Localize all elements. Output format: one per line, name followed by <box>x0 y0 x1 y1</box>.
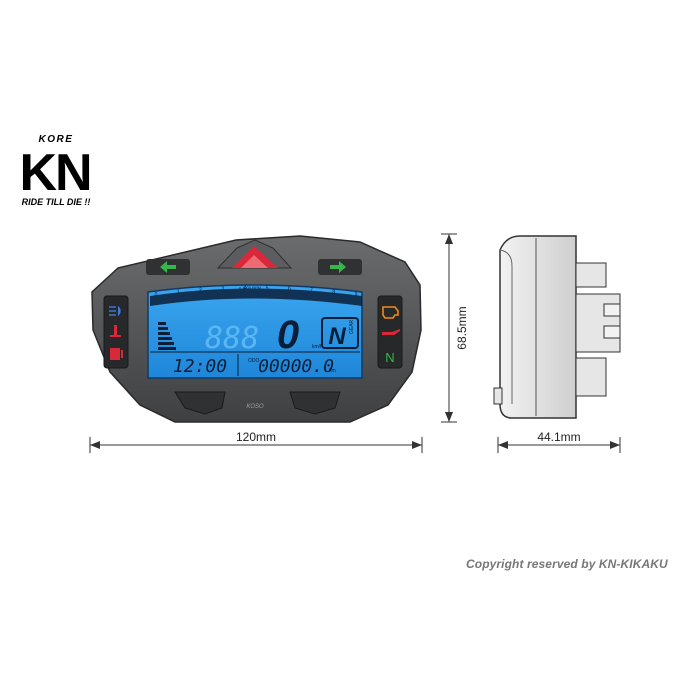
dimension-width <box>89 437 423 453</box>
height-label: 68.5mm <box>455 306 469 349</box>
rpm-tick-label: 8 <box>332 290 335 296</box>
left-select-button <box>174 391 226 415</box>
clock-readout: 12:00 <box>173 356 227 377</box>
temperature-warning-icon <box>110 325 121 337</box>
engine-check-icon <box>382 306 399 319</box>
neutral-indicator: N <box>385 350 394 365</box>
dimension-depth <box>497 437 621 453</box>
rpm-tick-label: 7 <box>310 288 313 294</box>
dimension-height <box>441 233 457 423</box>
fuel-warning-icon <box>110 348 123 360</box>
speed-readout: 0 <box>277 313 299 357</box>
logo-top-text: KORE <box>39 134 74 145</box>
rpm-tick-label: 4 <box>243 286 246 292</box>
brand-mark: KOSO <box>246 404 264 410</box>
kn-logo: KORE KN RIDE TILL DIE !! <box>19 134 92 207</box>
right-select-button <box>289 391 341 415</box>
rpm-bar <box>150 288 362 306</box>
meter-side-view <box>493 235 621 419</box>
gear-indicator: N <box>328 323 346 350</box>
fuel-bar-graph <box>158 322 176 350</box>
depth-label: 44.1mm <box>537 430 580 444</box>
odo-unit: km <box>329 368 336 374</box>
speed-unit: km/h <box>312 344 323 350</box>
lcd-screen <box>147 284 363 379</box>
odometer-readout: 00000.0 <box>258 356 334 377</box>
rpm-tick-label: 6 <box>288 286 291 292</box>
high-beam-icon <box>109 306 121 316</box>
rpm-tick-label: 9 <box>355 292 358 298</box>
rpm-unit: x 1000 RPM <box>239 285 261 290</box>
width-label: 120mm <box>236 430 276 444</box>
copyright-notice: Copyright reserved by KN-KIKAKU <box>466 557 668 571</box>
oil-warning-icon <box>382 329 400 335</box>
rpm-tick-labels: 0 1 2 3 4 5 6 7 8 9 <box>155 286 358 299</box>
gear-label: GEAR <box>349 319 355 334</box>
logo-slogan: RIDE TILL DIE !! <box>22 197 91 207</box>
rpm-tick-label: 3 <box>221 286 224 292</box>
rpm-tick-label: 0 <box>155 292 158 298</box>
rpm-tick-label: 1 <box>177 290 180 296</box>
turn-right-icon <box>318 259 362 275</box>
logo-main-text: KN <box>19 144 90 202</box>
ghost-digits: 888 <box>205 321 259 356</box>
rpm-tick-label: 5 <box>266 286 269 292</box>
meter-front: N 0 1 2 3 4 5 6 7 8 9 x 1000 RPM 888 0 km/h N GEA… <box>91 235 422 423</box>
rpm-tick-label: 2 <box>199 288 202 294</box>
turn-left-icon <box>146 259 190 275</box>
odo-label: ODO <box>248 358 260 364</box>
